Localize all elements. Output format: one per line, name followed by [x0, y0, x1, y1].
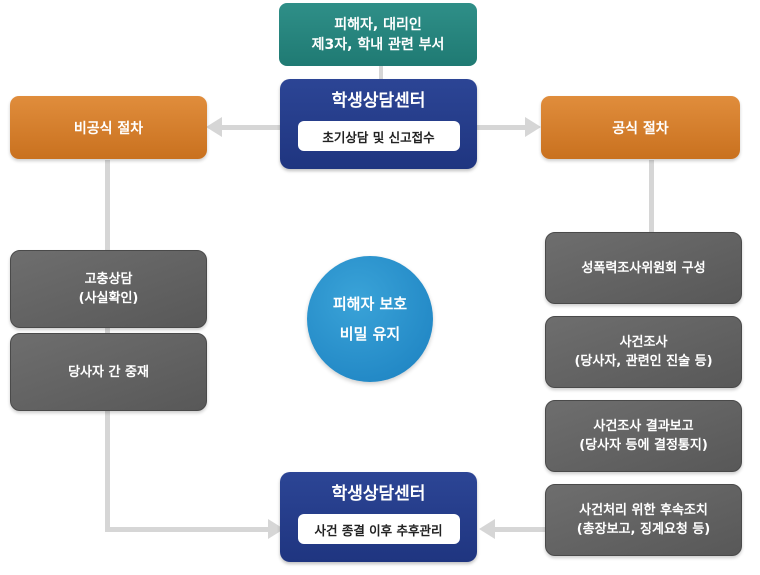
formal-step-report: 사건조사 결과보고 (당사자 등에 결정통지) [545, 400, 742, 472]
counseling-center-intake-subtitle: 초기상담 및 신고접수 [297, 121, 460, 151]
formal-step-report-line1: 사건조사 결과보고 [593, 419, 694, 434]
formal-step-committee-label: 성폭력조사위원회 구성 [581, 260, 706, 276]
victim-protection-line2: 비밀 유지 [339, 325, 401, 343]
victim-protection-line1: 피해자 보호 [332, 295, 408, 313]
informal-step-counseling-line2: (사실확인) [78, 291, 139, 306]
arrow-left-to-informal [206, 117, 222, 137]
counseling-center-intake-box: 학생상담센터 초기상담 및 신고접수 [280, 79, 477, 169]
connector-informal-bottom [105, 527, 270, 532]
reporter-sources-box: 피해자, 대리인 제3자, 학내 관련 부서 [279, 3, 477, 66]
formal-step-investigation: 사건조사 (당사자, 관련인 진술 등) [545, 316, 742, 388]
reporter-sources-line1: 피해자, 대리인 [334, 16, 422, 33]
formal-procedure-header: 공식 절차 [541, 96, 740, 159]
counseling-center-aftercare-title: 학생상담센터 [331, 484, 426, 504]
formal-step-report-line2: (당사자 등에 결정통지) [579, 438, 708, 453]
victim-protection-circle: 피해자 보호 비밀 유지 [307, 256, 433, 382]
informal-step-mediation-label: 당사자 간 중재 [68, 364, 149, 380]
connector-formal-vertical [649, 160, 654, 235]
informal-procedure-label: 비공식 절차 [73, 120, 144, 137]
connector-center-to-informal [220, 125, 280, 130]
reporter-sources-line2: 제3자, 학내 관련 부서 [311, 36, 445, 53]
formal-step-investigation-line2: (당사자, 관련인 진술 등) [574, 354, 713, 369]
formal-step-follow-up-line2: (총장보고, 징계요청 등) [576, 522, 711, 537]
formal-step-follow-up: 사건처리 위한 후속조치 (총장보고, 징계요청 등) [545, 484, 742, 556]
connector-formal-bottom [493, 527, 545, 532]
counseling-center-aftercare-box: 학생상담센터 사건 종결 이후 추후관리 [280, 472, 477, 562]
arrow-right-to-center-bottom [268, 519, 284, 539]
formal-step-follow-up-line1: 사건처리 위한 후속조치 [579, 503, 708, 518]
informal-step-counseling-line1: 고충상담 [84, 272, 133, 287]
formal-procedure-label: 공식 절차 [612, 120, 669, 137]
connector-top-vertical [379, 64, 383, 82]
formal-step-investigation-line1: 사건조사 [619, 335, 668, 350]
connector-center-to-formal [477, 125, 527, 130]
informal-step-counseling: 고충상담 (사실확인) [10, 250, 207, 328]
counseling-center-aftercare-subtitle: 사건 종결 이후 추후관리 [297, 514, 460, 544]
formal-step-committee: 성폭력조사위원회 구성 [545, 232, 742, 304]
counseling-center-intake-title: 학생상담센터 [331, 91, 426, 111]
arrow-right-to-formal [525, 117, 541, 137]
informal-step-mediation: 당사자 간 중재 [10, 333, 207, 411]
informal-procedure-header: 비공식 절차 [10, 96, 207, 159]
arrow-left-to-center-bottom [479, 519, 495, 539]
